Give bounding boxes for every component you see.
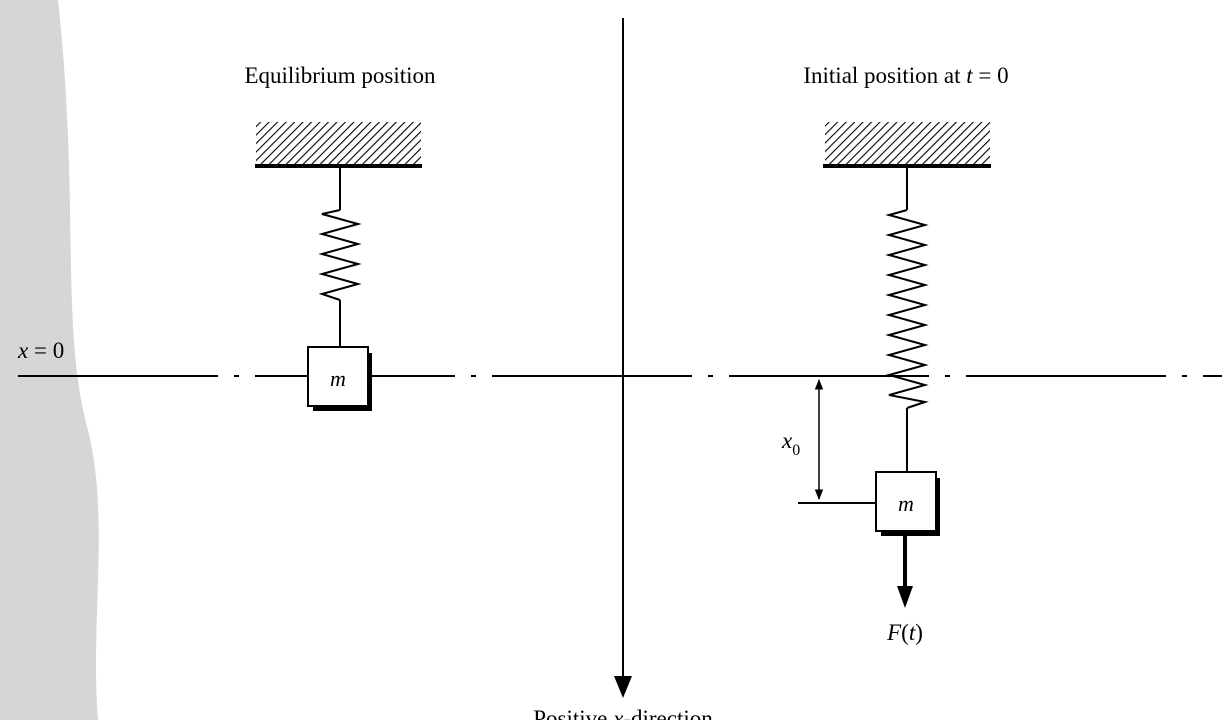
force-label: F(t) xyxy=(886,620,923,645)
right-panel-title: Initial position at t = 0 xyxy=(803,63,1008,88)
left-panel-title: Equilibrium position xyxy=(244,63,436,88)
right-mass-block xyxy=(875,471,940,536)
right-support xyxy=(823,122,991,168)
left-mass-label: m xyxy=(330,366,346,391)
right-mass-label: m xyxy=(898,491,914,516)
reference-line-label: x = 0 xyxy=(17,338,64,363)
displacement-label: x0 xyxy=(781,428,800,459)
force-arrowhead xyxy=(897,586,913,608)
left-support xyxy=(255,122,422,168)
page-margin-shade xyxy=(0,0,99,720)
left-mass-block xyxy=(307,346,372,411)
left-spring xyxy=(318,168,362,347)
axis-label: Positive x-direction xyxy=(533,706,713,720)
right-spring xyxy=(885,168,929,472)
positive-x-axis-arrowhead xyxy=(614,676,632,698)
